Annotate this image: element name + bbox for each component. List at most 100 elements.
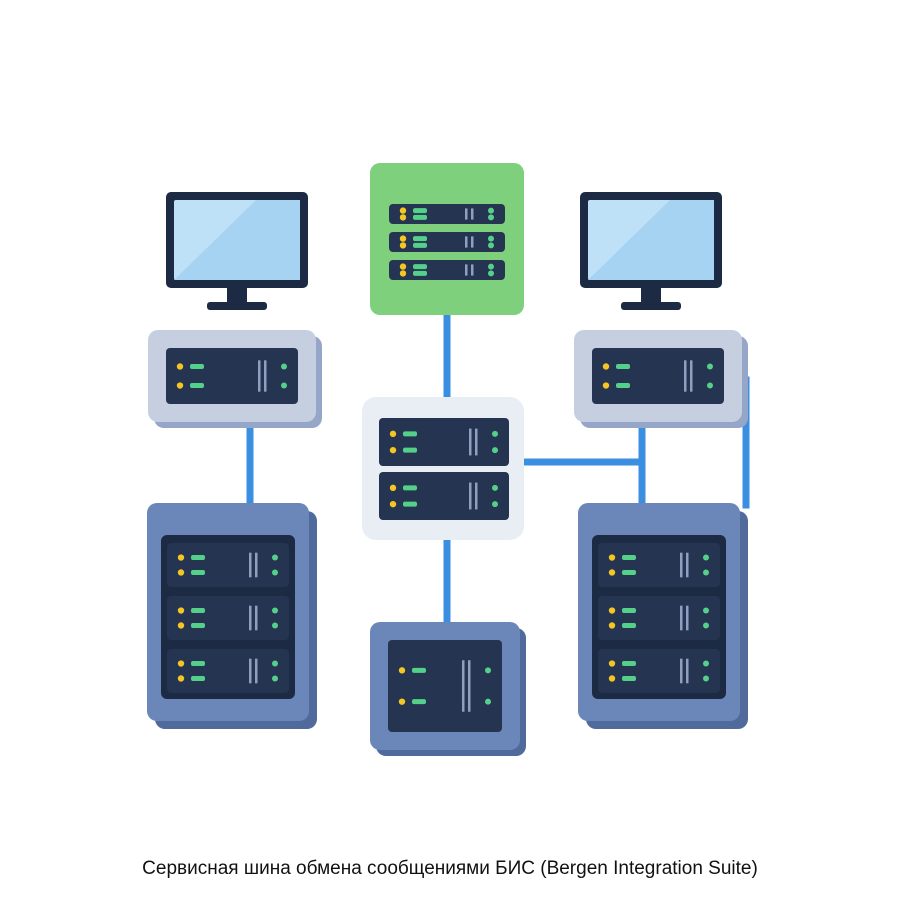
server-unit: [167, 649, 289, 693]
activity-bar-icon: [413, 242, 427, 248]
server-unit-body: [167, 543, 289, 587]
status-led-icon: [389, 430, 397, 438]
status-led-icon: [399, 214, 407, 221]
activity-bar-icon: [622, 555, 636, 561]
workstation-left: [166, 192, 308, 310]
activity-bar-icon: [403, 431, 417, 437]
monitor-stand: [207, 302, 267, 310]
vent-icon: [680, 658, 683, 684]
vent-icon: [258, 360, 261, 392]
status-led-icon: [485, 698, 491, 705]
status-led-icon: [485, 667, 491, 674]
monitor-stand: [621, 302, 681, 310]
server-unit-body: [598, 596, 720, 640]
activity-bar-icon: [190, 363, 204, 369]
screen-glare: [174, 200, 300, 280]
server-unit: [167, 596, 289, 640]
diagram-nodes: [147, 163, 748, 756]
status-led-icon: [177, 622, 185, 629]
status-led-icon: [389, 484, 397, 492]
activity-bar-icon: [403, 447, 417, 453]
server-unit: [592, 348, 724, 404]
vent-icon: [475, 428, 478, 456]
green-server-stack: [370, 163, 524, 315]
server-unit-body: [389, 232, 505, 252]
server-unit-body: [389, 260, 505, 280]
activity-bar-icon: [191, 675, 205, 681]
activity-bar-icon: [622, 675, 636, 681]
status-led-icon: [488, 242, 494, 249]
server-unit-body: [167, 649, 289, 693]
activity-bar-icon: [191, 608, 205, 614]
status-led-icon: [707, 363, 713, 370]
status-led-icon: [389, 500, 397, 508]
status-led-icon: [272, 675, 278, 682]
server-unit-body: [379, 418, 509, 466]
status-led-icon: [602, 363, 610, 370]
activity-bar-icon: [403, 501, 417, 507]
activity-bar-icon: [191, 661, 205, 667]
status-led-icon: [389, 446, 397, 454]
status-led-icon: [272, 569, 278, 576]
activity-bar-icon: [413, 214, 427, 220]
status-led-icon: [488, 263, 494, 270]
vent-icon: [462, 660, 465, 712]
status-led-icon: [176, 363, 184, 370]
status-led-icon: [398, 667, 406, 674]
server-unit: [598, 649, 720, 693]
vent-icon: [249, 658, 252, 684]
activity-bar-icon: [413, 264, 427, 270]
server-unit: [598, 543, 720, 587]
status-led-icon: [703, 607, 709, 614]
status-led-icon: [602, 382, 610, 389]
server-unit: [167, 543, 289, 587]
vent-icon: [469, 428, 472, 456]
status-led-icon: [281, 382, 287, 389]
status-led-icon: [177, 675, 185, 682]
vent-icon: [255, 605, 258, 631]
status-led-icon: [176, 382, 184, 389]
activity-bar-icon: [191, 569, 205, 575]
activity-bar-icon: [191, 555, 205, 561]
server-unit: [379, 418, 509, 466]
status-led-icon: [608, 607, 616, 614]
status-led-icon: [492, 501, 498, 508]
vent-icon: [686, 658, 689, 684]
left-rack: [147, 503, 317, 729]
server-unit-body: [598, 649, 720, 693]
server-unit: [389, 204, 505, 224]
activity-bar-icon: [403, 485, 417, 491]
monitor-neck: [641, 288, 661, 302]
status-led-icon: [399, 207, 407, 214]
activity-bar-icon: [412, 667, 426, 673]
status-led-icon: [272, 622, 278, 629]
server-unit-body: [379, 472, 509, 520]
vent-icon: [690, 360, 693, 392]
vent-icon: [255, 658, 258, 684]
status-led-icon: [398, 698, 406, 705]
vent-icon: [468, 660, 471, 712]
right-rack: [578, 503, 748, 729]
activity-bar-icon: [622, 608, 636, 614]
status-led-icon: [608, 554, 616, 561]
status-led-icon: [492, 430, 498, 437]
status-led-icon: [488, 235, 494, 242]
vent-icon: [264, 360, 267, 392]
status-led-icon: [399, 242, 407, 249]
status-led-icon: [488, 270, 494, 277]
vent-icon: [465, 236, 468, 248]
right-server: [574, 330, 748, 428]
activity-bar-icon: [622, 661, 636, 667]
vent-icon: [469, 482, 472, 510]
vent-icon: [255, 552, 258, 578]
server-unit: [379, 472, 509, 520]
status-led-icon: [707, 382, 713, 389]
status-led-icon: [488, 207, 494, 214]
status-led-icon: [703, 569, 709, 576]
vent-icon: [686, 552, 689, 578]
status-led-icon: [608, 660, 616, 667]
status-led-icon: [177, 554, 185, 561]
activity-bar-icon: [190, 383, 204, 389]
status-led-icon: [272, 554, 278, 561]
